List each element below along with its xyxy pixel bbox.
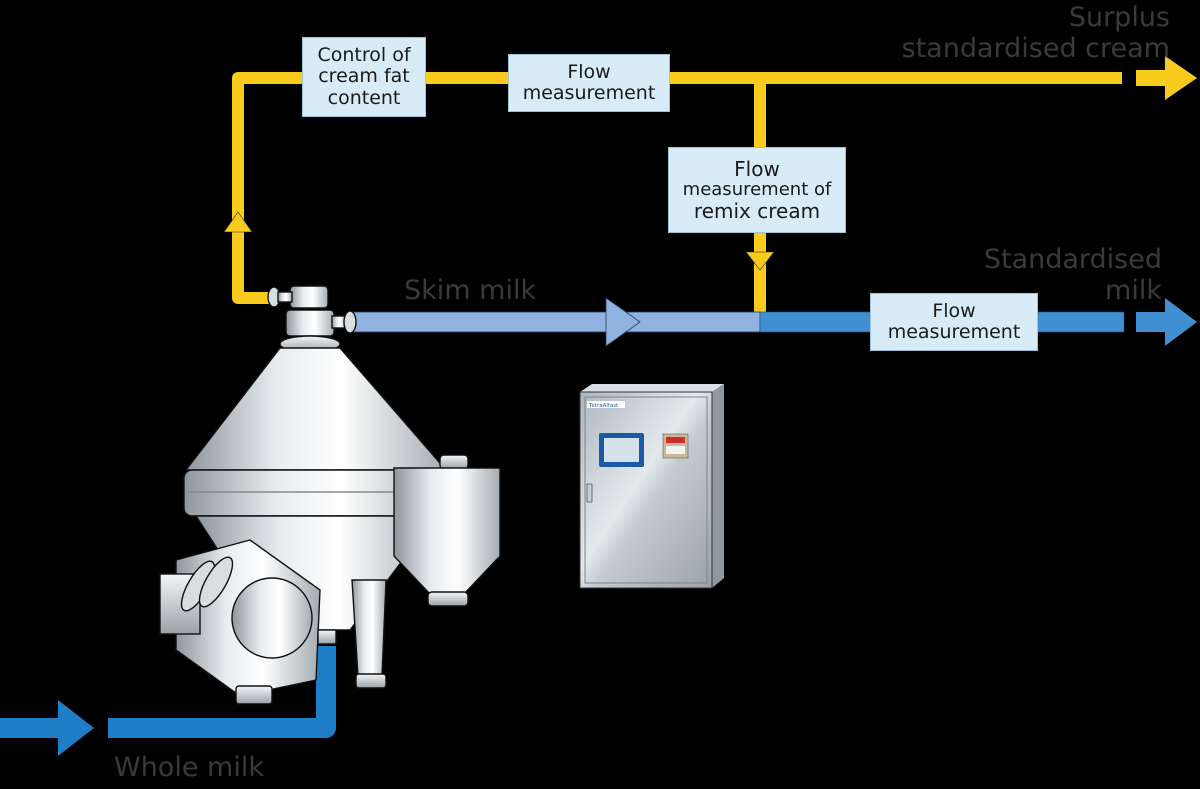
whole-milk-pipe (108, 646, 336, 738)
panel-brand-plate (587, 401, 625, 408)
whole-milk-label: Whole milk (114, 754, 264, 781)
milk-flow-measurement-box: Flow measurement (870, 293, 1038, 351)
standardised-milk-arrow-icon (1136, 298, 1197, 346)
remix-down-arrow-icon (745, 251, 775, 271)
box-line: Flow (567, 60, 611, 83)
separator-icon (159, 285, 501, 705)
label-line: Whole milk (114, 752, 264, 783)
box-line: measurement (522, 82, 656, 104)
control-panel-icon: TetraAlfast (579, 384, 724, 589)
box-line: remix cream (693, 199, 821, 224)
box-line: Flow (734, 156, 780, 181)
surplus-cream-label: Surplus standardised cream (902, 4, 1170, 62)
box-line: Control of (317, 44, 411, 67)
label-line: standardised cream (901, 33, 1170, 64)
box-line: Flow (932, 299, 976, 322)
panel-brand-text: TetraAlfast (588, 403, 619, 409)
skim-milk-arrow-icon (605, 297, 641, 347)
box-line: measurement (887, 321, 1021, 343)
box-line: measurement of (682, 178, 832, 200)
door-handle (586, 483, 593, 503)
cream-line (223, 56, 1197, 312)
label-line: milk (1105, 275, 1162, 306)
remix-cream-flow-box: Flow measurement of remix cream (668, 147, 846, 233)
whole-milk-line (0, 646, 336, 756)
label-line: Skim milk (404, 275, 537, 306)
standardised-milk-label: Standardised milk (984, 246, 1162, 304)
label-line: Surplus (1068, 2, 1170, 33)
whole-milk-arrow-icon (0, 700, 94, 756)
skim-milk-label: Skim milk (404, 277, 536, 304)
box-line: cream fat (318, 65, 410, 88)
box-line: content (327, 86, 401, 109)
surplus-cream-arrow-icon (1136, 56, 1197, 100)
cream-flow-measurement-box: Flow measurement (508, 54, 670, 112)
cream-fat-control-box: Control of cream fat content (302, 37, 426, 117)
label-line: Standardised (983, 244, 1162, 275)
skim-milk-pipe (351, 311, 761, 333)
cream-up-arrow-icon (223, 211, 253, 233)
cream-riser-pipe (232, 72, 310, 304)
